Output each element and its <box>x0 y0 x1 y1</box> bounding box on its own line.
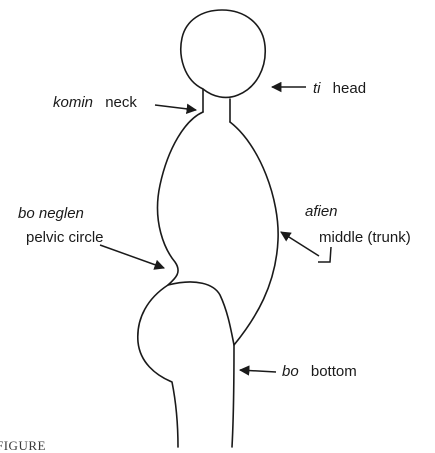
neck-label: komin neck <box>53 94 137 111</box>
bottom-label: bo bottom <box>282 363 357 380</box>
buttocks-edge <box>138 285 178 447</box>
head-gloss: head <box>333 80 366 97</box>
leg-front-line <box>232 345 234 447</box>
head-shape <box>181 10 265 97</box>
middle-term: afien <box>305 203 338 220</box>
bottom-arrow <box>240 370 276 372</box>
body-outline <box>138 10 278 447</box>
pelvic-gloss: pelvic circle <box>26 229 104 246</box>
pointers <box>100 87 331 372</box>
figure-caption: FIGURE <box>0 438 46 453</box>
neck-term: komin <box>53 94 93 111</box>
middle-arrow-tail <box>318 247 331 262</box>
middle-arrow <box>281 232 319 256</box>
head-term: ti <box>313 80 321 97</box>
bottom-term: bo <box>282 363 299 380</box>
neck-gloss: neck <box>105 94 137 111</box>
trunk-right-edge <box>230 122 278 345</box>
trunk-left-edge <box>158 112 203 285</box>
pelvic-arrow <box>100 245 164 268</box>
labels: ti head komin neck bo neglen pelvic circ… <box>0 80 411 453</box>
pelvic-line <box>168 282 234 345</box>
pelvic-term: bo neglen <box>18 205 84 222</box>
middle-gloss: middle (trunk) <box>319 229 411 246</box>
bottom-gloss: bottom <box>311 363 357 380</box>
head-label: ti head <box>313 80 366 97</box>
neck-arrow <box>155 105 196 110</box>
